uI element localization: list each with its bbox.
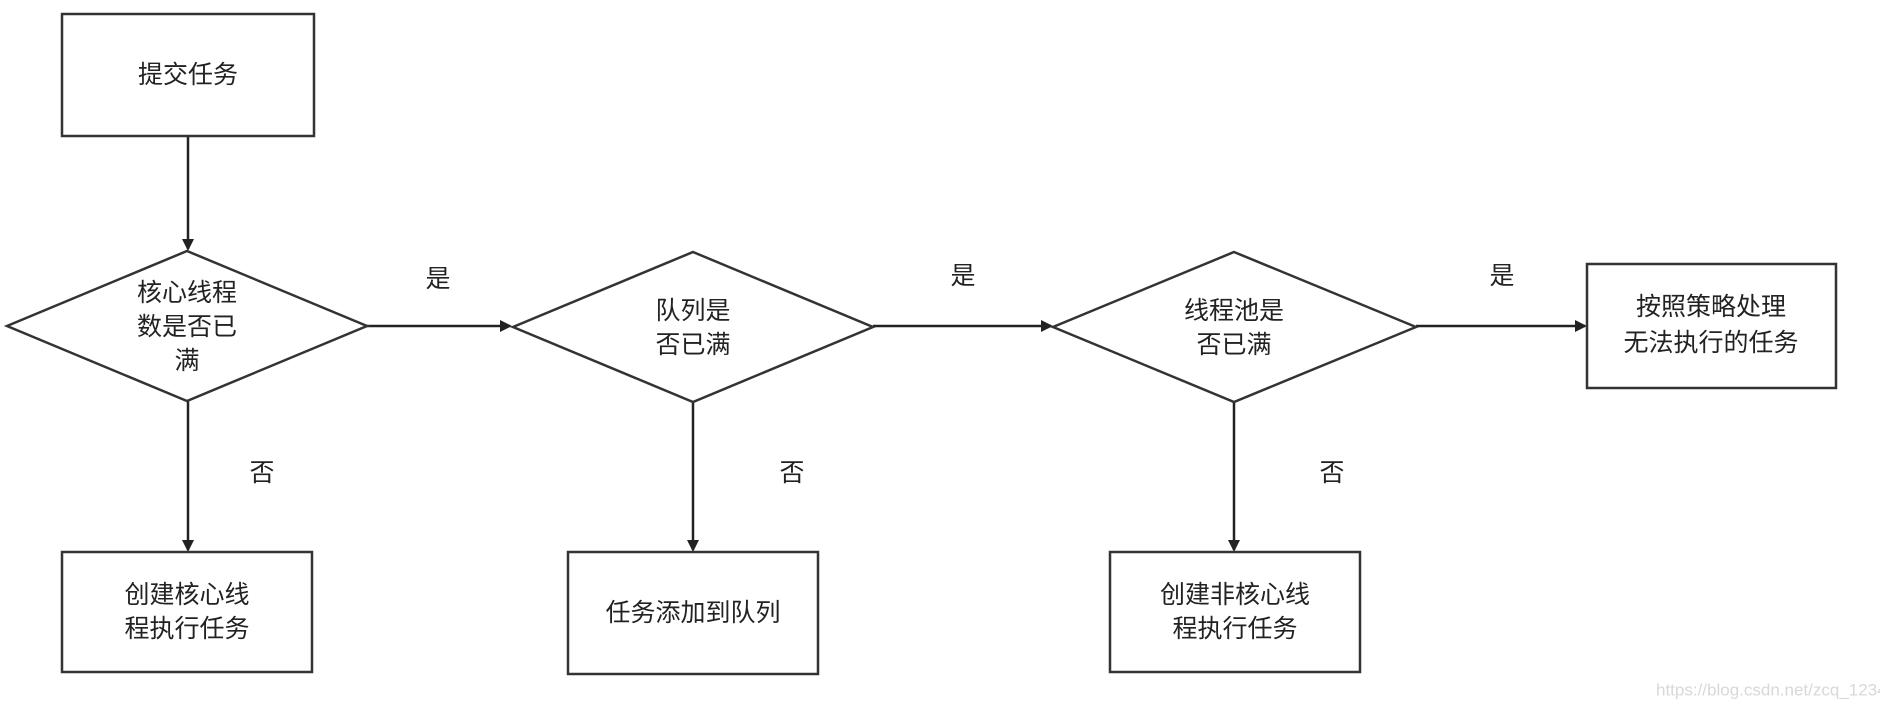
reject-policy-box: 按照策略处理 无法执行的任务	[1585, 262, 1838, 390]
node-label: 满	[174, 346, 199, 375]
node-label: 队列是	[655, 296, 730, 325]
create-core-thread-box: 创建核心线 程执行任务	[60, 550, 314, 674]
node-label: 创建核心线	[124, 580, 249, 609]
no-label: 否	[779, 458, 804, 487]
yes-label: 是	[425, 264, 450, 293]
node-label: 核心线程	[137, 278, 237, 307]
node-label: 任务添加到队列	[605, 598, 780, 627]
yes-label: 是	[950, 261, 975, 290]
queue-full-decision: 队列是 否已满	[509, 250, 877, 404]
node-label: 无法执行的任务	[1623, 328, 1798, 357]
node-label: 数是否已	[137, 312, 237, 341]
node-label: 提交任务	[138, 60, 238, 89]
node-label: 按照策略处理	[1636, 292, 1786, 321]
node-label: 线程池是	[1184, 296, 1284, 325]
node-label: 否已满	[655, 330, 730, 359]
node-label: 程执行任务	[1172, 614, 1297, 643]
core-threads-full-decision: 核心线程 数是否已 满	[3, 249, 371, 403]
submit-task-box: 提交任务	[60, 12, 316, 138]
enqueue-task-box: 任务添加到队列	[566, 550, 820, 676]
node-label: 否已满	[1196, 330, 1271, 359]
pool-full-decision: 线程池是 否已满	[1049, 250, 1420, 404]
yes-label: 是	[1489, 261, 1514, 290]
no-label: 否	[249, 458, 274, 487]
watermark: https://blog.csdn.net/zcq_1234	[1656, 680, 1880, 699]
node-label: 程执行任务	[124, 614, 249, 643]
no-label: 否	[1319, 458, 1344, 487]
node-label: 创建非核心线	[1160, 580, 1310, 609]
create-noncore-thread-box: 创建非核心线 程执行任务	[1108, 550, 1362, 674]
